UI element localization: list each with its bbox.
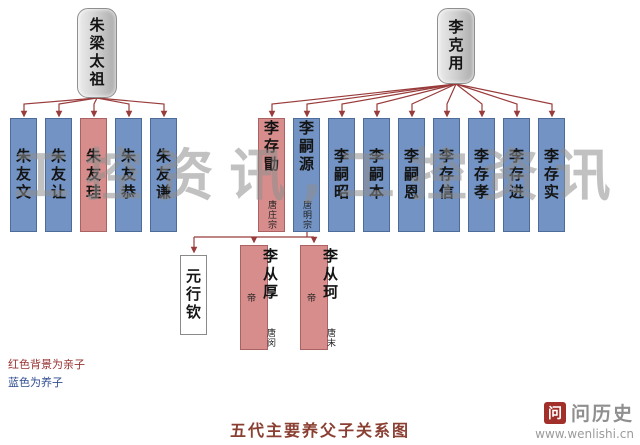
person-name: 朱梁太祖 <box>87 17 106 89</box>
person-name: 朱友文 <box>14 148 32 202</box>
tree-node: 李存勖 唐庄宗 <box>258 118 285 232</box>
person-name: 元行钦 <box>184 268 202 322</box>
tree-node: 朱友文 <box>10 118 37 232</box>
tree-node: 元行钦 <box>180 255 207 335</box>
tree-node: 朱友恭 <box>115 118 142 232</box>
person-name: 李克用 <box>446 19 465 73</box>
person-title: 唐末帝 <box>305 292 335 348</box>
diagram-title: 五代主要养父子关系图 <box>229 421 410 440</box>
person-name: 李存信 <box>437 148 455 202</box>
person-name: 李存实 <box>542 148 560 202</box>
tree-node: 李存孝 <box>468 118 495 232</box>
tree-node: 李从厚 唐闵帝 <box>240 245 279 350</box>
person-name: 李存孝 <box>472 148 490 202</box>
tree-node: 李嗣源 唐明宗 <box>293 118 320 232</box>
tree-node: 李从珂 唐末帝 <box>300 245 339 350</box>
person-title: 唐明宗 <box>301 200 311 230</box>
person-name: 朱友谦 <box>154 148 172 202</box>
tree-node: 朱友让 <box>45 118 72 232</box>
tree-node: 朱友珪 <box>80 118 107 232</box>
tree-node: 李存信 <box>433 118 460 232</box>
person-name: 李嗣昭 <box>332 148 350 202</box>
person-title: 唐闵帝 <box>245 292 275 348</box>
tree-node: 李嗣昭 <box>328 118 355 232</box>
person-name: 李存勖 <box>262 120 280 174</box>
tree-node: 李嗣本 <box>363 118 390 232</box>
legend-red-note: 红色背景为亲子 <box>8 358 85 371</box>
legend-blue-note: 蓝色为养子 <box>8 376 63 389</box>
person-name: 李嗣本 <box>367 148 385 202</box>
person-name: 李存进 <box>507 148 525 202</box>
site-url: www.wenlishi.cn <box>535 427 634 441</box>
root-node-zhu-liang-taizu: 朱梁太祖 <box>77 8 117 98</box>
tree-node: 李存实 <box>538 118 565 232</box>
site-logo-icon: 问 <box>543 401 566 424</box>
person-title: 唐庄宗 <box>266 200 276 230</box>
person-name: 李从厚 <box>261 247 279 302</box>
person-name: 李嗣恩 <box>402 148 420 202</box>
person-name: 李从珂 <box>321 247 339 302</box>
person-name: 朱友让 <box>49 148 67 202</box>
legend: 红色背景为亲子 蓝色为养子 <box>8 356 85 392</box>
site-watermark: 问 问历史 www.wenlishi.cn <box>535 399 634 441</box>
person-name: 朱友恭 <box>119 148 137 202</box>
root-node-li-keyong: 李克用 <box>437 8 475 84</box>
tree-node: 朱友谦 <box>150 118 177 232</box>
tree-node: 李嗣恩 <box>398 118 425 232</box>
tree-node: 李存进 <box>503 118 530 232</box>
person-name: 朱友珪 <box>84 148 102 202</box>
person-name: 李嗣源 <box>297 120 315 174</box>
site-name: 问历史 <box>570 403 634 425</box>
